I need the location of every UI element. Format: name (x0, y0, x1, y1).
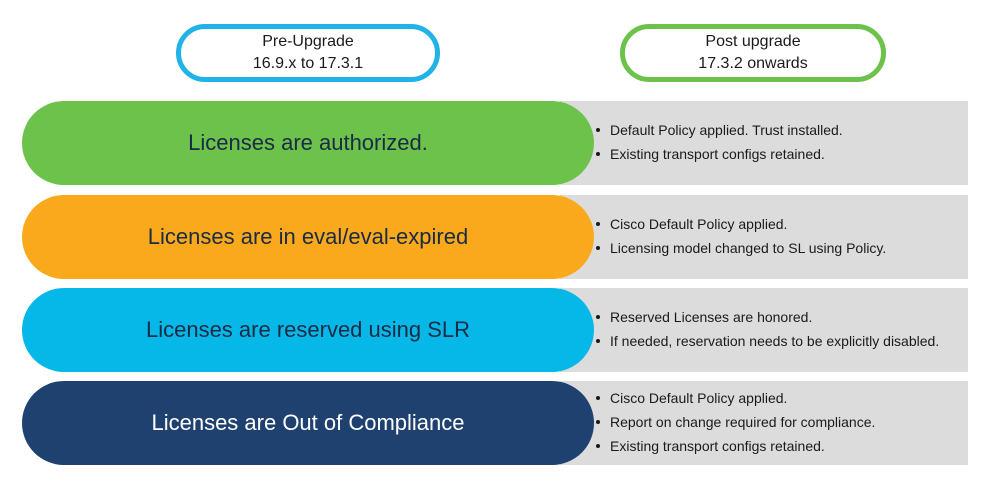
row-4-note-1: Cisco Default Policy applied. (596, 389, 954, 407)
row-3-label: Licenses are reserved using SLR (145, 317, 471, 342)
row-4-notes-panel: Cisco Default Policy applied. Report on … (560, 381, 968, 465)
pre-upgrade-title: Pre-Upgrade (262, 33, 354, 50)
row-1-notes-list: Default Policy applied. Trust installed.… (596, 118, 954, 169)
row-3-pill: Licenses are reserved using SLR (22, 288, 594, 372)
post-upgrade-header: Post upgrade 17.3.2 onwards (620, 24, 886, 82)
row-1-notes-panel: Default Policy applied. Trust installed.… (560, 101, 968, 185)
pre-upgrade-versions: 16.9.x to 17.3.1 (252, 55, 364, 72)
row-2-label: Licenses are in eval/eval-expired (147, 224, 469, 249)
row-2-pill: Licenses are in eval/eval-expired (22, 195, 594, 279)
row-1-label: Licenses are authorized. (188, 130, 428, 155)
row-2-notes-panel: Cisco Default Policy applied. Licensing … (560, 195, 968, 279)
row-1-pill: Licenses are authorized. (22, 101, 594, 185)
row-2-note-2: Licensing model changed to SL using Poli… (596, 239, 954, 257)
row-1-note-1: Default Policy applied. Trust installed. (596, 121, 954, 139)
row-3-notes-list: Reserved Licenses are honored. If needed… (596, 305, 954, 356)
row-4-note-2: Report on change required for compliance… (596, 413, 954, 431)
row-4-pill: Licenses are Out of Compliance (22, 381, 594, 465)
row-2-note-1: Cisco Default Policy applied. (596, 215, 954, 233)
row-3-note-1: Reserved Licenses are honored. (596, 308, 954, 326)
post-upgrade-title: Post upgrade (705, 33, 801, 50)
row-4-label: Licenses are Out of Compliance (151, 410, 465, 435)
row-1-note-2: Existing transport configs retained. (596, 145, 954, 163)
pre-upgrade-header: Pre-Upgrade 16.9.x to 17.3.1 (176, 24, 440, 82)
row-4-notes-list: Cisco Default Policy applied. Report on … (596, 386, 954, 461)
row-3-notes-panel: Reserved Licenses are honored. If needed… (560, 288, 968, 372)
post-upgrade-versions: 17.3.2 onwards (698, 55, 808, 72)
row-2-notes-list: Cisco Default Policy applied. Licensing … (596, 212, 954, 263)
row-4-note-3: Existing transport configs retained. (596, 437, 954, 455)
row-3-note-2: If needed, reservation needs to be expli… (596, 332, 954, 350)
